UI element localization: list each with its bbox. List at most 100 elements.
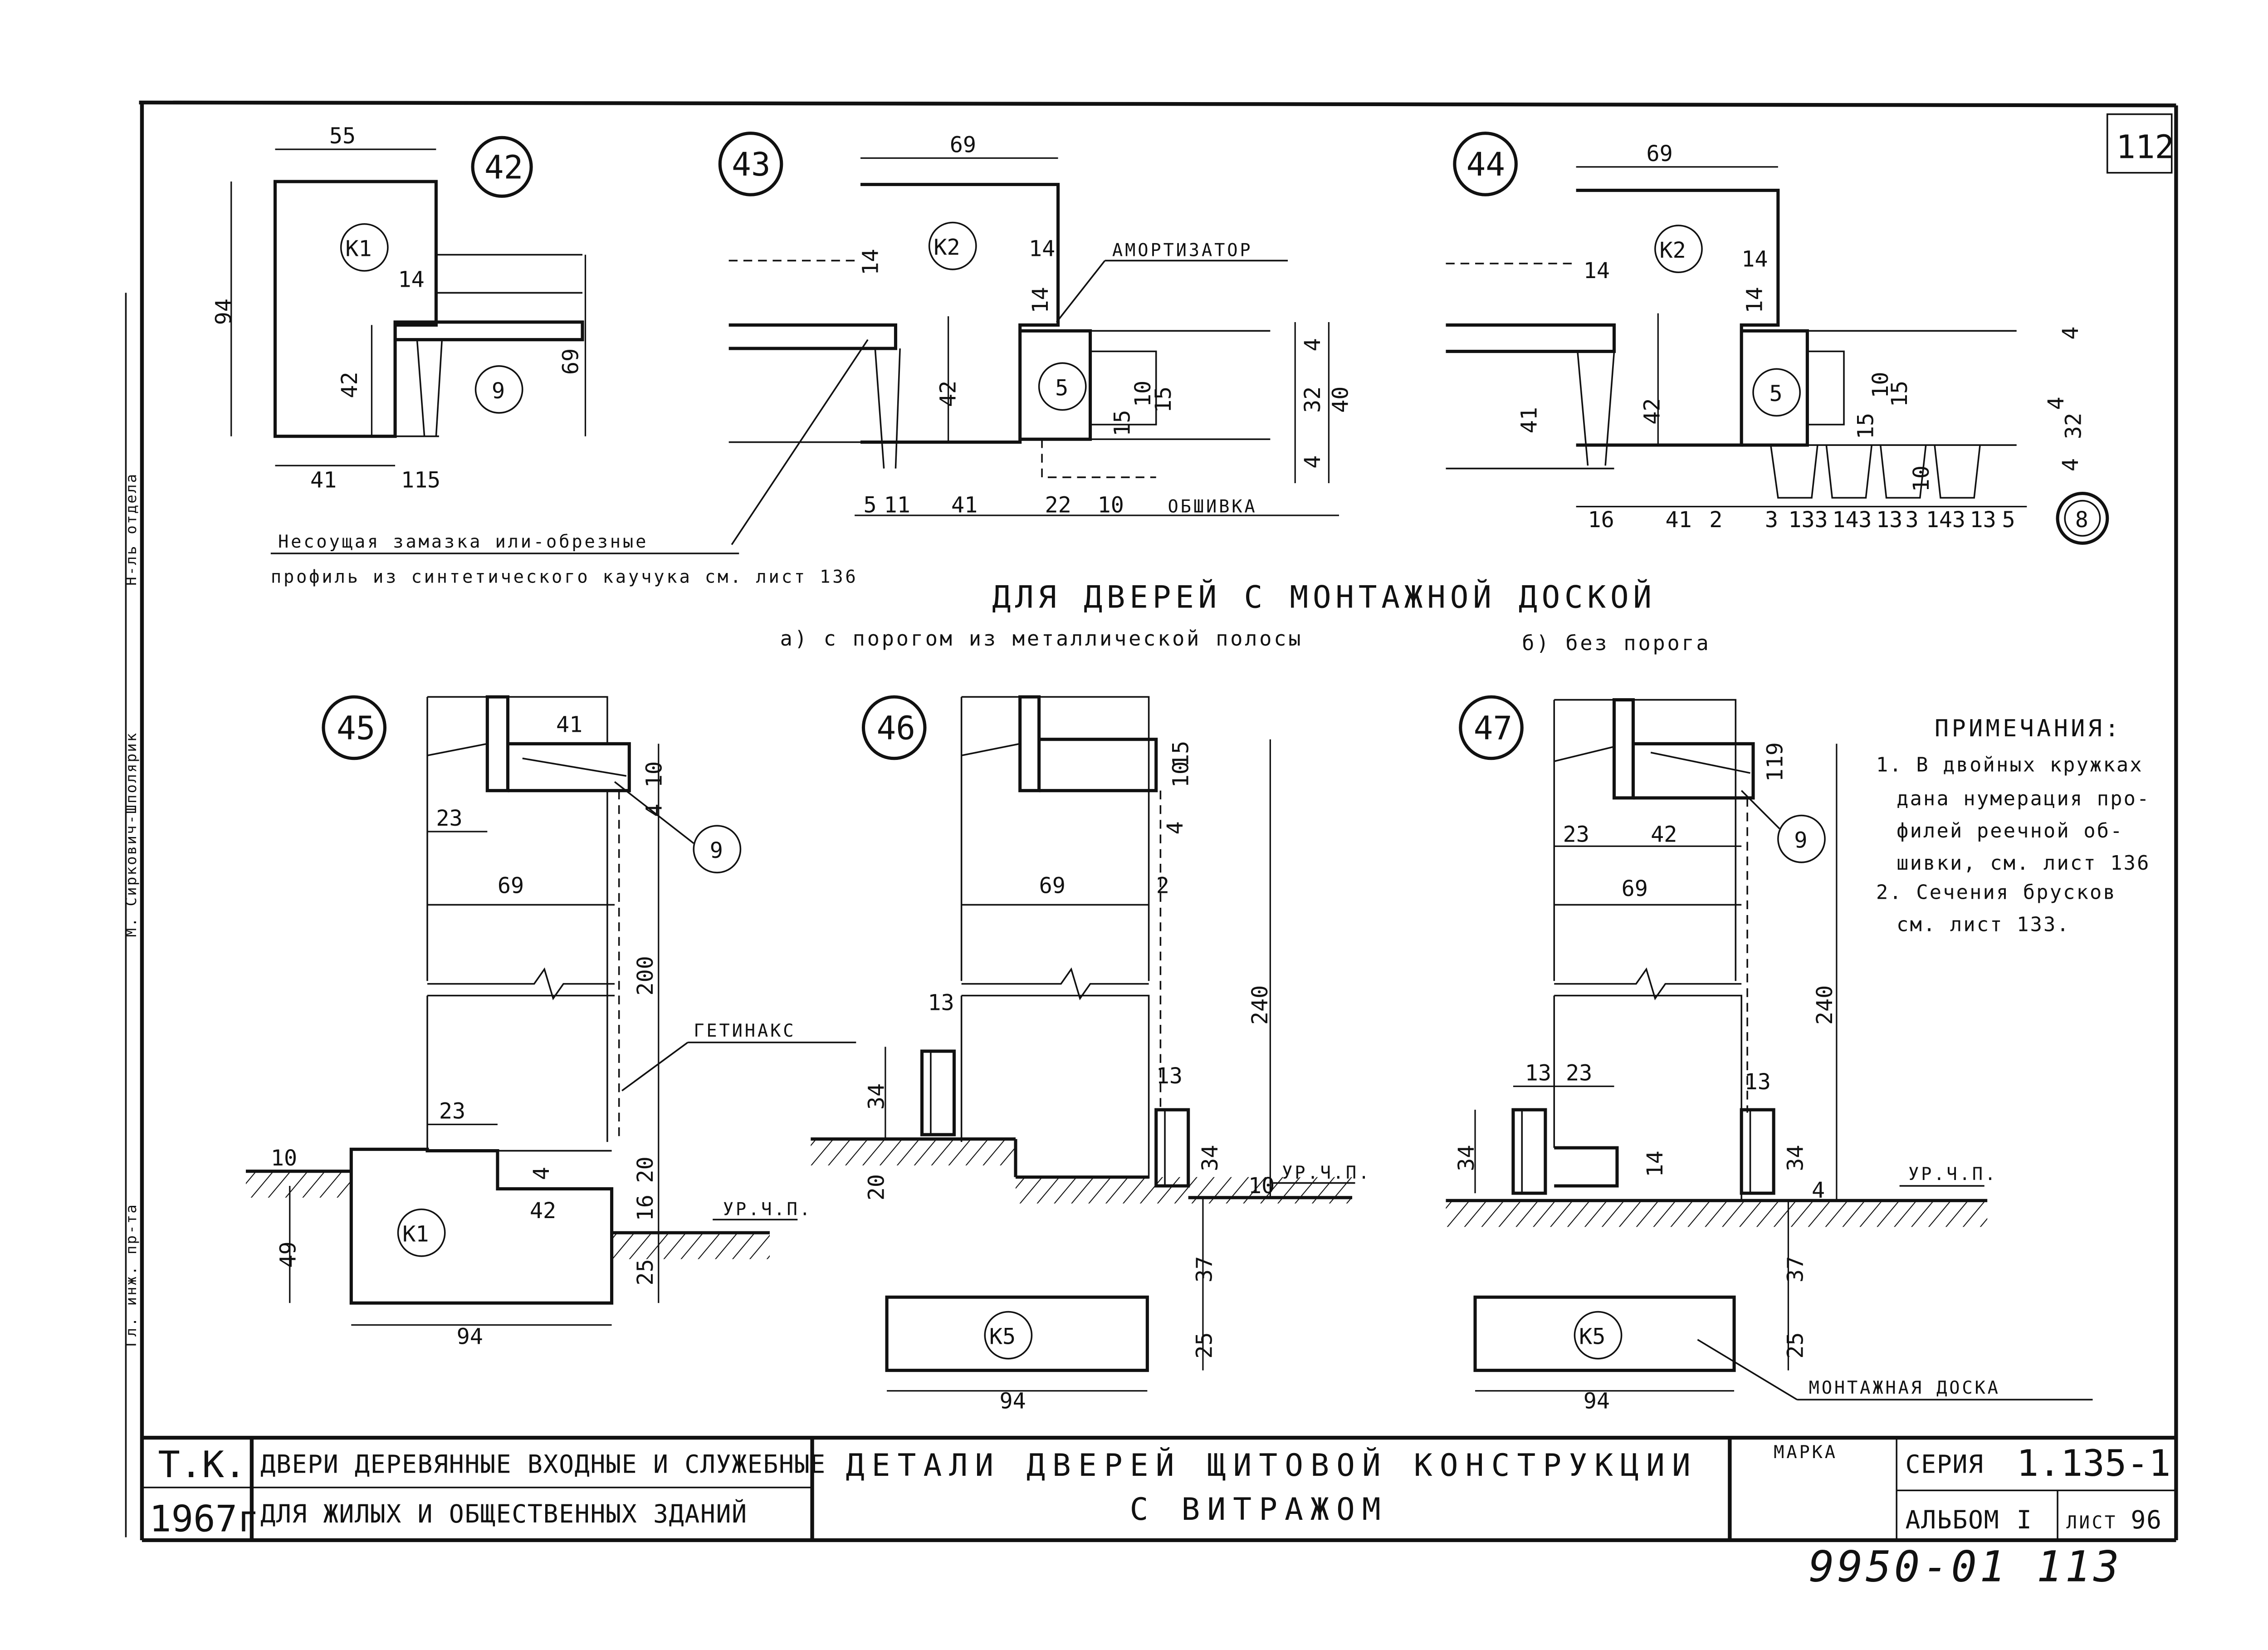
detail-45-dim-4a: 4 [641,804,667,817]
detail-44-dim-15a: 15 [1887,381,1912,407]
detail-44-dim-42: 42 [1640,398,1665,425]
detail-45: 45 К1 9 41 10 4 23 69 200 [246,695,856,1350]
marka-label: МАРКА [1774,1442,1838,1463]
detail-47-dim-94: 94 [1584,1389,1610,1414]
album-value: I [2017,1505,2033,1534]
detail-42-dim-5: 5 [427,468,440,493]
detail-43-dim-14a: 14 [858,249,884,275]
sheet-number: 112 [2116,128,2174,166]
detail-44-dim-32: 32 [2061,413,2087,439]
detail-47-dim-4: 4 [1812,1178,1825,1203]
detail-45-dim-23b: 23 [439,1099,465,1124]
detail-43-mark-k2: К2 [934,235,960,260]
detail-44-dim-4c: 4 [2058,458,2083,471]
detail-47-dim-23b: 23 [1566,1061,1592,1086]
heading-block: ДЛЯ ДВЕРЕЙ С МОНТАЖНОЙ ДОСКОЙ а) с порог… [780,579,1711,655]
detail-44-dim-15b: 15 [1853,413,1879,439]
notes-title: ПРИМЕЧАНИЯ: [1935,715,2122,742]
detail-43-number: 43 [732,146,770,183]
amortizer-label: АМОРТИЗАТОР [1112,240,1253,261]
detail-43: 43 К2 5 69 14 14 14 42 4 32 40 10 15 15 … [718,132,1353,518]
detail-47-dim-37: 37 [1783,1256,1809,1283]
detail-42-dim-94: 94 [211,299,237,325]
detail-44-dim-14b2: 14 [1926,507,1952,533]
detail-44-dim-2: 2 [1709,507,1722,533]
detail-44-dim-10: 10 [1868,372,1893,398]
detail-44-dim-3c: 3 [1858,507,1872,533]
detail-44-dim-4a: 4 [2058,327,2083,340]
detail-44-number: 44 [1466,146,1505,183]
detail-44-dim-41b: 41 [1665,507,1691,533]
subheading-b: б) без порога [1522,631,1711,655]
album-label: АЛЬБОМ [1906,1505,2000,1534]
detail-44-dim-13a: 13 [1788,507,1814,533]
list-value: 96 [2131,1505,2162,1534]
detail-47: 47 К5 9 11 9 23 42 69 240 13 [1446,695,2093,1414]
callout-seal-line1: Несоущая замазка или-обрезные [278,532,648,552]
side-signature-3: Н-ль отдела [122,473,140,586]
note-line-2: дана нумерация про- [1897,788,2150,810]
detail-45-mark-k1: К1 [402,1222,429,1247]
detail-47-dim-14: 14 [1642,1151,1668,1177]
detail-43-dim-14b: 14 [1029,236,1055,262]
detail-45-dim-10b: 10 [271,1146,297,1171]
note-line-4: шивки, см. лист 136 [1897,852,2150,875]
detail-42-dim-14: 14 [398,267,425,293]
detail-45-dim-94: 94 [457,1324,483,1350]
drawing-title-line2: С ВИТРАЖОМ [1130,1491,1388,1527]
heading: ДЛЯ ДВЕРЕЙ С МОНТАЖНОЙ ДОСКОЙ [992,579,1656,615]
obshivka-label: ОБШИВКА [1168,496,1257,517]
subheading-a: а) с порогом из металлической полосы [780,627,1303,651]
detail-44-dim-3e: 3 [1952,507,1965,533]
note-line-3: филей реечной об- [1897,820,2123,842]
detail-45-mark-9: 9 [710,838,723,863]
side-signatures: Гл. инж. пр-та М. Сиркович-Шполярик Н-ль… [122,293,140,1537]
detail-42-dim-11: 11 [401,468,427,493]
detail-42-dim-69: 69 [558,348,583,375]
detail-46-dim-34a: 34 [864,1083,890,1110]
detail-46-dim-94: 94 [1000,1389,1026,1414]
detail-43-dim-40: 40 [1328,387,1353,413]
title-block: Т.К. 1967г ДВЕРИ ДЕРЕВЯННЫЕ ВХОДНЫЕ И СЛ… [142,1435,2176,1541]
detail-47-dim-11: 11 [1763,755,1788,782]
detail-47-dim-240: 240 [1812,985,1838,1025]
detail-46-floor-level: УР.Ч.П. [1282,1163,1371,1183]
detail-45-dim-20: 20 [633,1156,658,1183]
detail-45-dim-25: 25 [633,1259,658,1285]
detail-44-dim-13b: 13 [1876,507,1902,533]
detail-47-mark-9: 9 [1794,828,1807,853]
detail-47-floor-level: УР.Ч.П. [1908,1164,1998,1185]
detail-44-dim-69: 69 [1646,141,1672,166]
detail-47-dim-13b: 13 [1745,1069,1771,1095]
seriya-label: СЕРИЯ [1906,1450,1984,1479]
detail-44-mark-k2: К2 [1660,238,1686,263]
detail-42-mark-k1: К1 [345,236,371,262]
detail-46-mark-k5: К5 [989,1324,1016,1350]
note-line-1: 1. В двойных кружках [1876,754,2143,777]
note-line-6: см. лист 133. [1897,913,2070,936]
detail-42-number: 42 [484,149,523,186]
detail-46-dim-13b: 13 [1156,1063,1183,1089]
detail-42-mark-9: 9 [492,378,505,404]
detail-46-dim-10: 10 [1168,761,1194,788]
detail-44-dim-14c: 14 [1742,287,1767,313]
detail-46-dim-10b: 10 [1248,1173,1275,1199]
detail-42-dim-55: 55 [329,123,356,149]
detail-46-dim-4: 4 [1163,821,1188,834]
detail-44-dim-41: 41 [1517,407,1542,433]
detail-44-mark-8: 8 [2075,507,2088,533]
callout-seal-line2: профиль из синтетического каучука см. ли… [271,567,858,587]
note-line-5: 2. Сечения брусков [1876,881,2116,904]
detail-46-dim-25: 25 [1192,1332,1217,1359]
detail-46-dim-13a: 13 [928,990,954,1016]
detail-43-dim-4: 4 [1300,338,1325,351]
detail-43-dim-22: 22 [1045,492,1071,518]
detail-47-dim-25: 25 [1783,1332,1809,1359]
detail-45-dim-4b: 4 [529,1167,554,1180]
detail-43-dim-10b: 10 [1098,492,1124,518]
detail-47-number: 47 [1474,710,1512,747]
montazh-board-label: МОНТАЖНАЯ ДОСКА [1809,1378,2000,1398]
detail-43-dim-41: 41 [951,492,978,518]
detail-44-dim-4b: 4 [2043,397,2069,410]
